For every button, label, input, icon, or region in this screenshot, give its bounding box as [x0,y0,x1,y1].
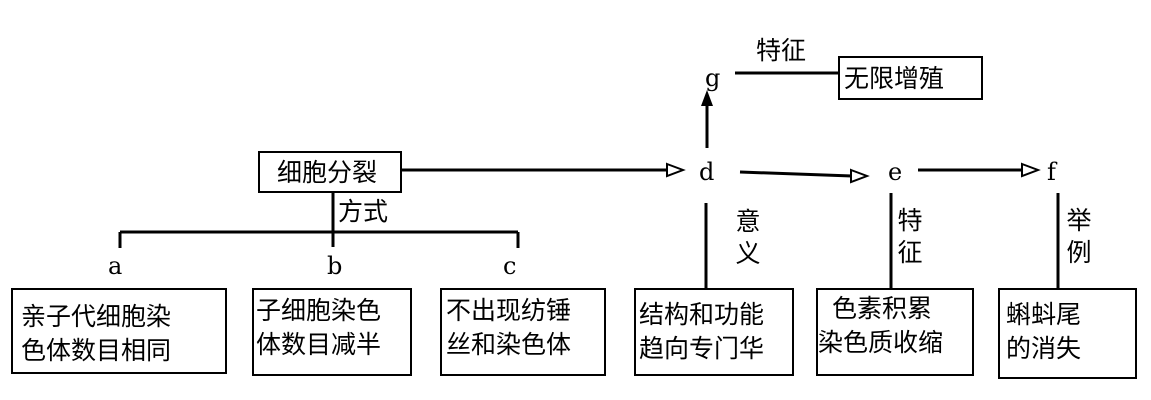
f-box: 蝌蚪尾 的消失 [998,288,1137,379]
mode-b-text-2: 体数目减半 [256,330,382,359]
mode-a-box: 亲子代细胞染 色体数目相同 [11,288,227,374]
root-label: 细胞分裂 [277,158,378,187]
d-box: 结构和功能 趋向专门华 [634,288,794,376]
mode-a-text-2: 色体数目相同 [21,336,172,365]
node-letter-e: e [888,158,903,186]
e-relation-label: 特征 [897,206,923,267]
arrowhead-d [666,162,686,178]
mode-c-text-1: 不出现纺锤 [446,296,572,325]
d-text-2: 趋向专门华 [639,334,765,363]
mode-a-text-1: 亲子代细胞染 [21,302,172,331]
arrow-d-to-e [739,170,853,178]
root-box: 细胞分裂 [258,151,402,193]
g-box: 无限增殖 [838,56,983,100]
node-letter-c: c [503,252,517,280]
f-text-2: 的消失 [1006,334,1082,363]
arrowhead-f [1021,162,1041,178]
arrowhead-g [701,90,713,106]
mode-label: 方式 [338,197,389,226]
mode-b-box: 子细胞染色 体数目减半 [252,288,412,376]
e-text-1: 色素积累 [832,294,933,323]
e-text-2: 染色质收缩 [818,328,944,357]
node-letter-a: a [108,252,123,280]
d-relation-label: 意义 [735,207,761,268]
node-letter-f: f [1047,158,1056,186]
mode-b-text-1: 子细胞染色 [256,296,382,325]
g-relation-label: 特征 [756,36,807,65]
arrowhead-e [850,168,870,184]
f-relation-label: 举例 [1066,206,1092,267]
node-letter-g: g [705,64,721,92]
g-box-label: 无限增殖 [844,64,945,93]
node-letter-d: d [699,158,715,186]
d-text-1: 结构和功能 [639,300,765,329]
node-letter-b: b [327,252,343,280]
e-box: 色素积累 染色质收缩 [816,288,974,376]
mode-c-text-2: 丝和染色体 [446,330,572,359]
mode-c-box: 不出现纺锤 丝和染色体 [440,288,606,376]
f-text-1: 蝌蚪尾 [1006,300,1082,329]
